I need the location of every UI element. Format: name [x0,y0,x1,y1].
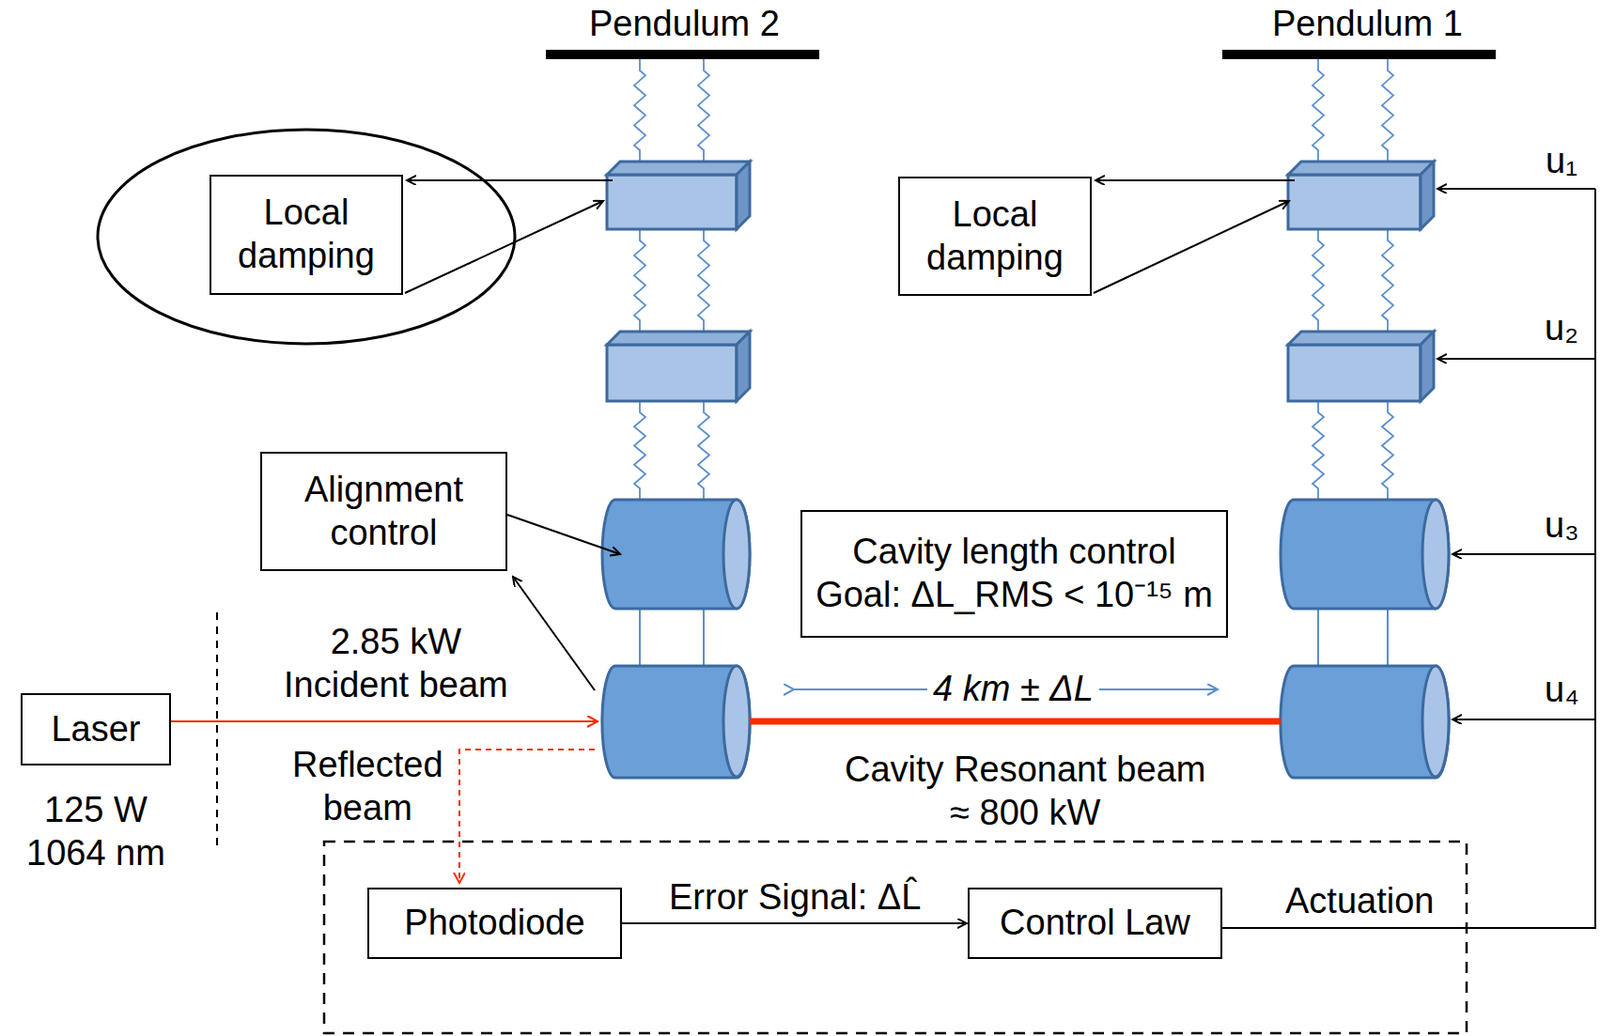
actuation-wire [1222,188,1596,929]
suspension-spring [634,401,646,500]
suspension-rod [1317,608,1320,667]
signal-arrow [621,922,967,925]
suspension-spring [634,59,1394,500]
pendulum-mass [1288,161,1434,175]
leader-arrow [1095,179,1295,182]
pendulum-mass [736,161,750,230]
support-bar [545,49,1496,60]
mirror-cylinder [1422,499,1449,609]
suspension-spring [1382,401,1394,500]
signal-name: u₂ [1544,307,1579,351]
pendulum-mass [1420,161,1434,230]
box-label: Control Law [999,901,1191,946]
edge-label: Error Signal: ΔL̂ [668,876,921,920]
leader-arrow [406,179,613,182]
actuation-wire [1437,187,1596,190]
mirror-cylinder [1422,666,1449,777]
suspension-rod [638,608,641,667]
leader-arrow [507,514,621,555]
box-label: Photodiode [403,901,585,946]
highlight-ellipse [97,129,515,344]
mirror-cylinder [602,666,750,778]
support-bar [1222,49,1496,60]
suspension-spring [1382,229,1394,332]
length-label: 4 km ± ΔL [927,667,1100,712]
box-label: Local damping [926,193,1064,280]
pendulum-mass [606,161,1434,402]
control-box: Alignment control [260,451,508,572]
pendulum-mass [1288,174,1421,230]
actuation-wire [1452,718,1596,721]
beam-note: Cavity Resonant beam ≈ 800 kW [844,748,1206,835]
suspension-spring [634,229,646,332]
laser-box: Laser [20,693,171,766]
signal-name: u₃ [1544,504,1580,548]
laser-beam [170,721,1281,884]
signal-name: Actuation [1285,880,1434,924]
box-label: Laser [50,708,140,752]
pendulum-mass [606,161,750,175]
beam-note: 2.85 kW Incident beam [283,621,509,707]
pendulum-mass [606,344,737,402]
pendulum-mass [606,331,750,345]
mirror-cylinder [723,666,750,777]
actuation-wire [1452,553,1596,556]
suspension-spring [698,229,710,332]
suspension-rod [702,608,705,667]
box-label: Local damping [237,191,375,278]
support-bar [545,49,820,60]
signal-name: u₄ [1544,668,1580,713]
mirror-cylinder [602,499,1449,778]
pendulum-name: Pendulum 2 [589,2,780,47]
box-label: Cavity length control [852,530,1176,575]
laser-beam [170,720,598,723]
pendulum-mass [736,331,750,402]
mirror-cylinder [1280,499,1449,609]
goal-box: Cavity length controlGoal: ΔL_RMS < 10⁻¹… [800,510,1228,638]
mirror-cylinder [602,499,750,609]
damping-box: Local damping [209,174,404,296]
actuation-wire [1222,188,1596,929]
leader-arrow [1093,201,1290,294]
leader-arrow [512,576,595,691]
mirror-cylinder [1280,666,1449,778]
suspension-spring [698,59,710,162]
leader-arrow [404,201,604,294]
dashed-divider [216,612,218,853]
laser-beam [459,749,595,884]
suspension-spring [698,401,710,500]
suspension-spring [1312,401,1324,500]
pendulum-name: Pendulum 1 [1272,2,1463,47]
suspension-spring [1312,229,1324,332]
suspension-spring [1382,59,1394,162]
damping-box: Local damping [898,176,1092,296]
leader-arrow [404,180,1295,691]
suspension-spring [1312,59,1324,162]
process-box: Photodiode [367,887,622,960]
suspension-spring [634,59,646,162]
laser-spec: 125 W 1064 nm [26,789,166,875]
box-label: Alignment control [304,468,464,555]
pendulum-mass [1420,331,1434,402]
box-note: Goal: ΔL_RMS < 10⁻¹⁵ m [815,574,1213,618]
process-box: Control Law [967,887,1223,960]
pendulum-mass [1288,331,1434,345]
pendulum-mass [1288,344,1421,402]
laser-beam [749,718,1281,726]
pendulum-mass [606,174,737,230]
signal-name: u₁ [1545,139,1578,184]
actuation-wire [1437,357,1596,360]
control-loop-box [324,841,1467,1034]
beam-note: Reflected beam [292,744,444,830]
suspension-rod [1386,608,1389,667]
mirror-cylinder [723,499,750,609]
